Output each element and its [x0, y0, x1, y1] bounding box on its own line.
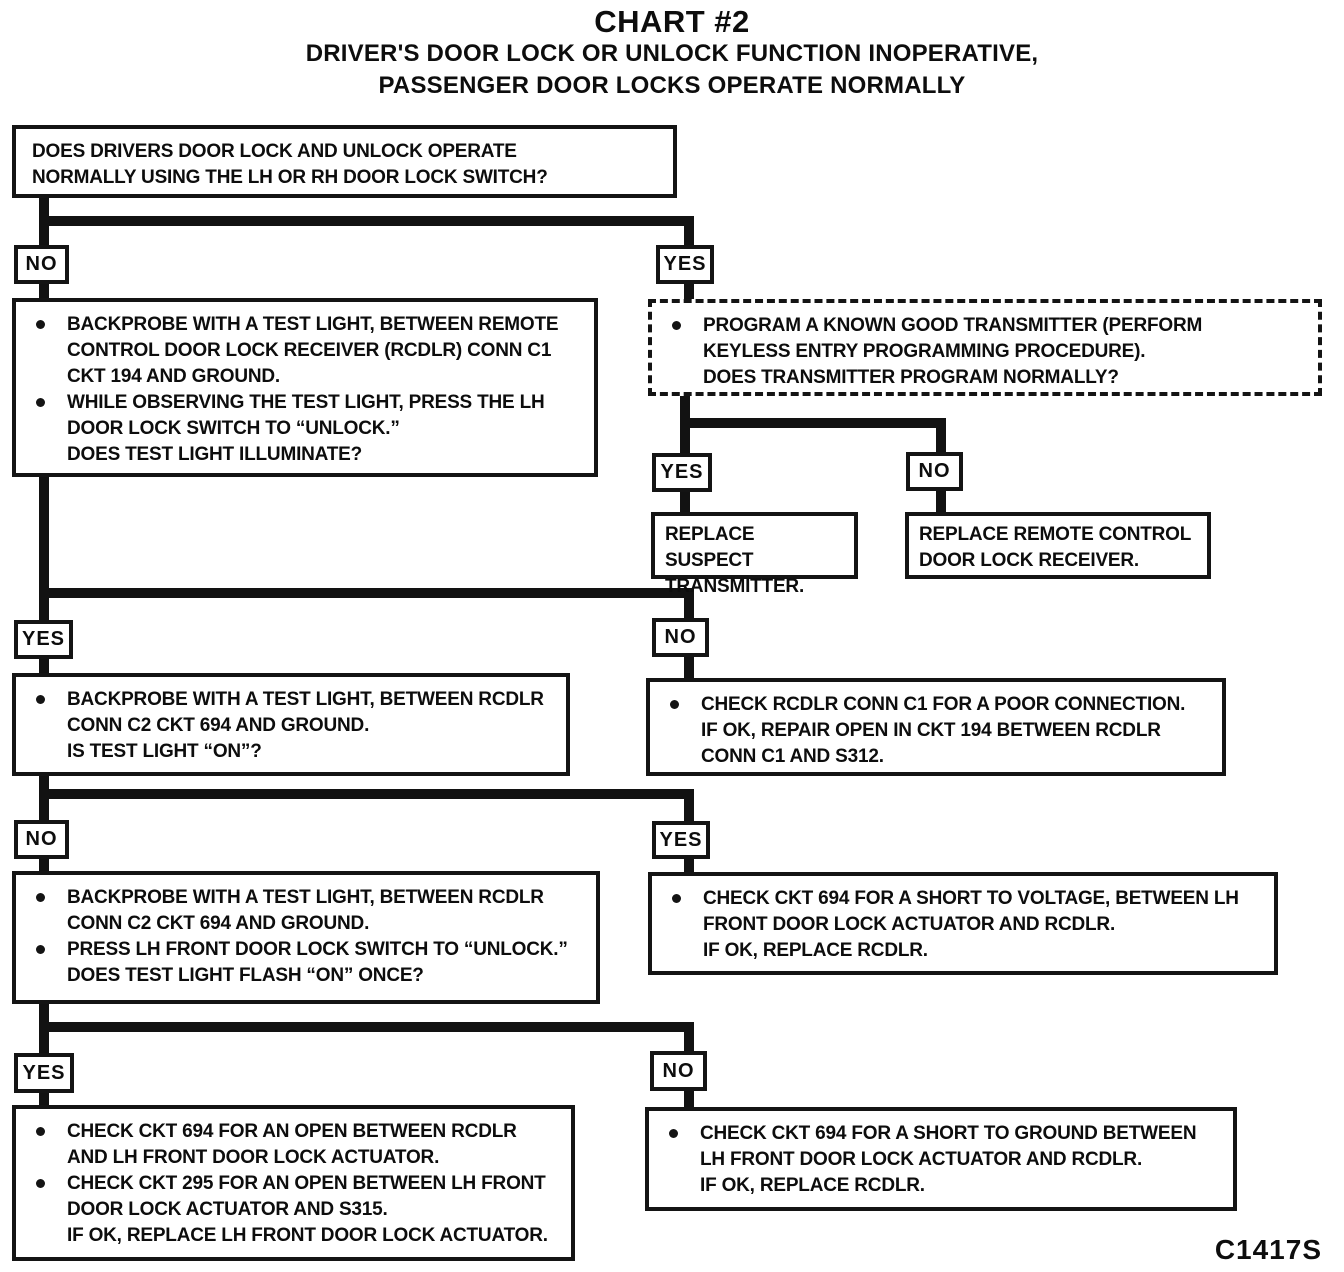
bullet-text: PRESS LH FRONT DOOR LOCK SWITCH TO “UNLO…	[67, 939, 568, 960]
action-text: IF OK, REPAIR OPEN IN CKT 194 BETWEEN RC…	[701, 720, 1161, 767]
connector-line	[39, 280, 49, 300]
connector-line	[39, 656, 49, 675]
action-box-short-to-voltage: CHECK CKT 694 FOR A SHORT TO VOLTAGE, BE…	[648, 872, 1278, 975]
chart-title: CHART #2	[594, 4, 750, 39]
connector-line	[684, 598, 694, 621]
bullet-text: BACKPROBE WITH A TEST LIGHT, BETWEEN RCD…	[67, 689, 544, 736]
connector-line	[39, 799, 49, 822]
bullet-text: CHECK CKT 694 FOR A SHORT TO VOLTAGE, BE…	[703, 888, 1239, 935]
connector-line	[680, 428, 690, 454]
connector-line	[684, 856, 694, 874]
bullet-text: CHECK RCDLR CONN C1 FOR A POOR CONNECTIO…	[701, 694, 1186, 715]
action-box-replace-receiver: REPLACE REMOTE CONTROL DOOR LOCK RECEIVE…	[905, 512, 1211, 579]
bullet-icon	[36, 695, 45, 704]
bullet-icon	[36, 1179, 45, 1188]
connector-line	[39, 1001, 49, 1028]
step-box-backprobe-694: BACKPROBE WITH A TEST LIGHT, BETWEEN RCD…	[12, 673, 570, 776]
bullet-text: CHECK CKT 694 FOR A SHORT TO GROUND BETW…	[700, 1123, 1197, 1170]
action-box-replace-transmitter: REPLACE SUSPECT TRANSMITTER.	[651, 512, 858, 597]
branch-label-yes: YES	[652, 453, 712, 492]
question-text: DOES TEST LIGHT FLASH “ON” ONCE?	[67, 965, 424, 986]
chart-subtitle-line1: DRIVER'S DOOR LOCK OR UNLOCK FUNCTION IN…	[305, 40, 1039, 67]
connector-line	[39, 196, 49, 222]
bullet-icon	[36, 893, 45, 902]
bullet-text: CHECK CKT 295 FOR AN OPEN BETWEEN LH FRO…	[67, 1173, 546, 1220]
action-box-open-circuit: CHECK CKT 694 FOR AN OPEN BETWEEN RCDLR …	[12, 1105, 575, 1261]
branch-label-no: NO	[14, 820, 69, 859]
action-text: REPLACE REMOTE CONTROL DOOR LOCK RECEIVE…	[919, 524, 1191, 571]
step-box-backprobe-194: BACKPROBE WITH A TEST LIGHT, BETWEEN REM…	[12, 298, 598, 477]
connector-line	[39, 588, 694, 598]
bullet-icon	[669, 1129, 678, 1138]
connector-line	[680, 418, 946, 428]
bullet-text: PROGRAM A KNOWN GOOD TRANSMITTER (PERFOR…	[703, 315, 1203, 362]
bullet-icon	[36, 398, 45, 407]
bullet-icon	[36, 320, 45, 329]
connector-line	[39, 774, 49, 796]
connector-line	[39, 1022, 694, 1032]
step-box-program-transmitter: PROGRAM A KNOWN GOOD TRANSMITTER (PERFOR…	[648, 299, 1322, 396]
connector-line	[684, 799, 694, 824]
connector-line	[39, 789, 694, 799]
action-box-poor-connection: CHECK RCDLR CONN C1 FOR A POOR CONNECTIO…	[646, 678, 1226, 776]
branch-label-no: NO	[14, 245, 69, 284]
branch-label-yes: YES	[14, 620, 73, 659]
step-box-backprobe-694-unlock: BACKPROBE WITH A TEST LIGHT, BETWEEN RCD…	[12, 871, 600, 1004]
action-text: IF OK, REPLACE LH FRONT DOOR LOCK ACTUAT…	[67, 1225, 548, 1246]
question-text: DOES TEST LIGHT ILLUMINATE?	[67, 444, 363, 465]
bullet-text: WHILE OBSERVING THE TEST LIGHT, PRESS TH…	[67, 392, 545, 439]
connector-line	[39, 1089, 49, 1107]
connector-line	[39, 598, 49, 622]
connector-line	[39, 474, 49, 596]
action-box-short-to-ground: CHECK CKT 694 FOR A SHORT TO GROUND BETW…	[645, 1107, 1237, 1211]
branch-label-no: NO	[652, 618, 709, 657]
decision-text: DOES DRIVERS DOOR LOCK AND UNLOCK OPERAT…	[32, 141, 548, 188]
bullet-icon	[670, 700, 679, 709]
question-text: DOES TRANSMITTER PROGRAM NORMALLY?	[703, 367, 1119, 388]
connector-line	[936, 488, 946, 514]
connector-line	[680, 394, 690, 424]
connector-line	[39, 855, 49, 873]
connector-line	[684, 1087, 694, 1109]
start-decision-box: DOES DRIVERS DOOR LOCK AND UNLOCK OPERAT…	[12, 125, 677, 198]
action-text: REPLACE SUSPECT TRANSMITTER.	[665, 524, 805, 597]
connector-line	[39, 216, 694, 226]
connector-line	[684, 281, 694, 301]
connector-line	[680, 490, 690, 514]
bullet-text: BACKPROBE WITH A TEST LIGHT, BETWEEN REM…	[67, 314, 559, 387]
chart-subtitle-line2: PASSENGER DOOR LOCKS OPERATE NORMALLY	[378, 72, 966, 99]
bullet-icon	[672, 321, 681, 330]
connector-line	[684, 1032, 694, 1053]
connector-line	[39, 226, 49, 247]
branch-label-yes: YES	[14, 1053, 74, 1093]
figure-code: C1417S	[1214, 1234, 1322, 1265]
question-text: IS TEST LIGHT “ON”?	[67, 741, 262, 762]
branch-label-yes: YES	[652, 821, 710, 859]
connector-line	[936, 428, 946, 453]
action-text: IF OK, REPLACE RCDLR.	[700, 1175, 925, 1196]
bullet-icon	[672, 894, 681, 903]
branch-label-no: NO	[906, 452, 963, 491]
action-text: IF OK, REPLACE RCDLR.	[703, 940, 928, 961]
connector-line	[39, 1032, 49, 1055]
bullet-text: BACKPROBE WITH A TEST LIGHT, BETWEEN RCD…	[67, 887, 544, 934]
bullet-icon	[36, 1127, 45, 1136]
connector-line	[684, 654, 694, 680]
bullet-text: CHECK CKT 694 FOR AN OPEN BETWEEN RCDLR …	[67, 1121, 517, 1168]
branch-label-yes: YES	[656, 245, 714, 284]
connector-line	[684, 220, 694, 247]
branch-label-no: NO	[650, 1051, 707, 1091]
bullet-icon	[36, 945, 45, 954]
